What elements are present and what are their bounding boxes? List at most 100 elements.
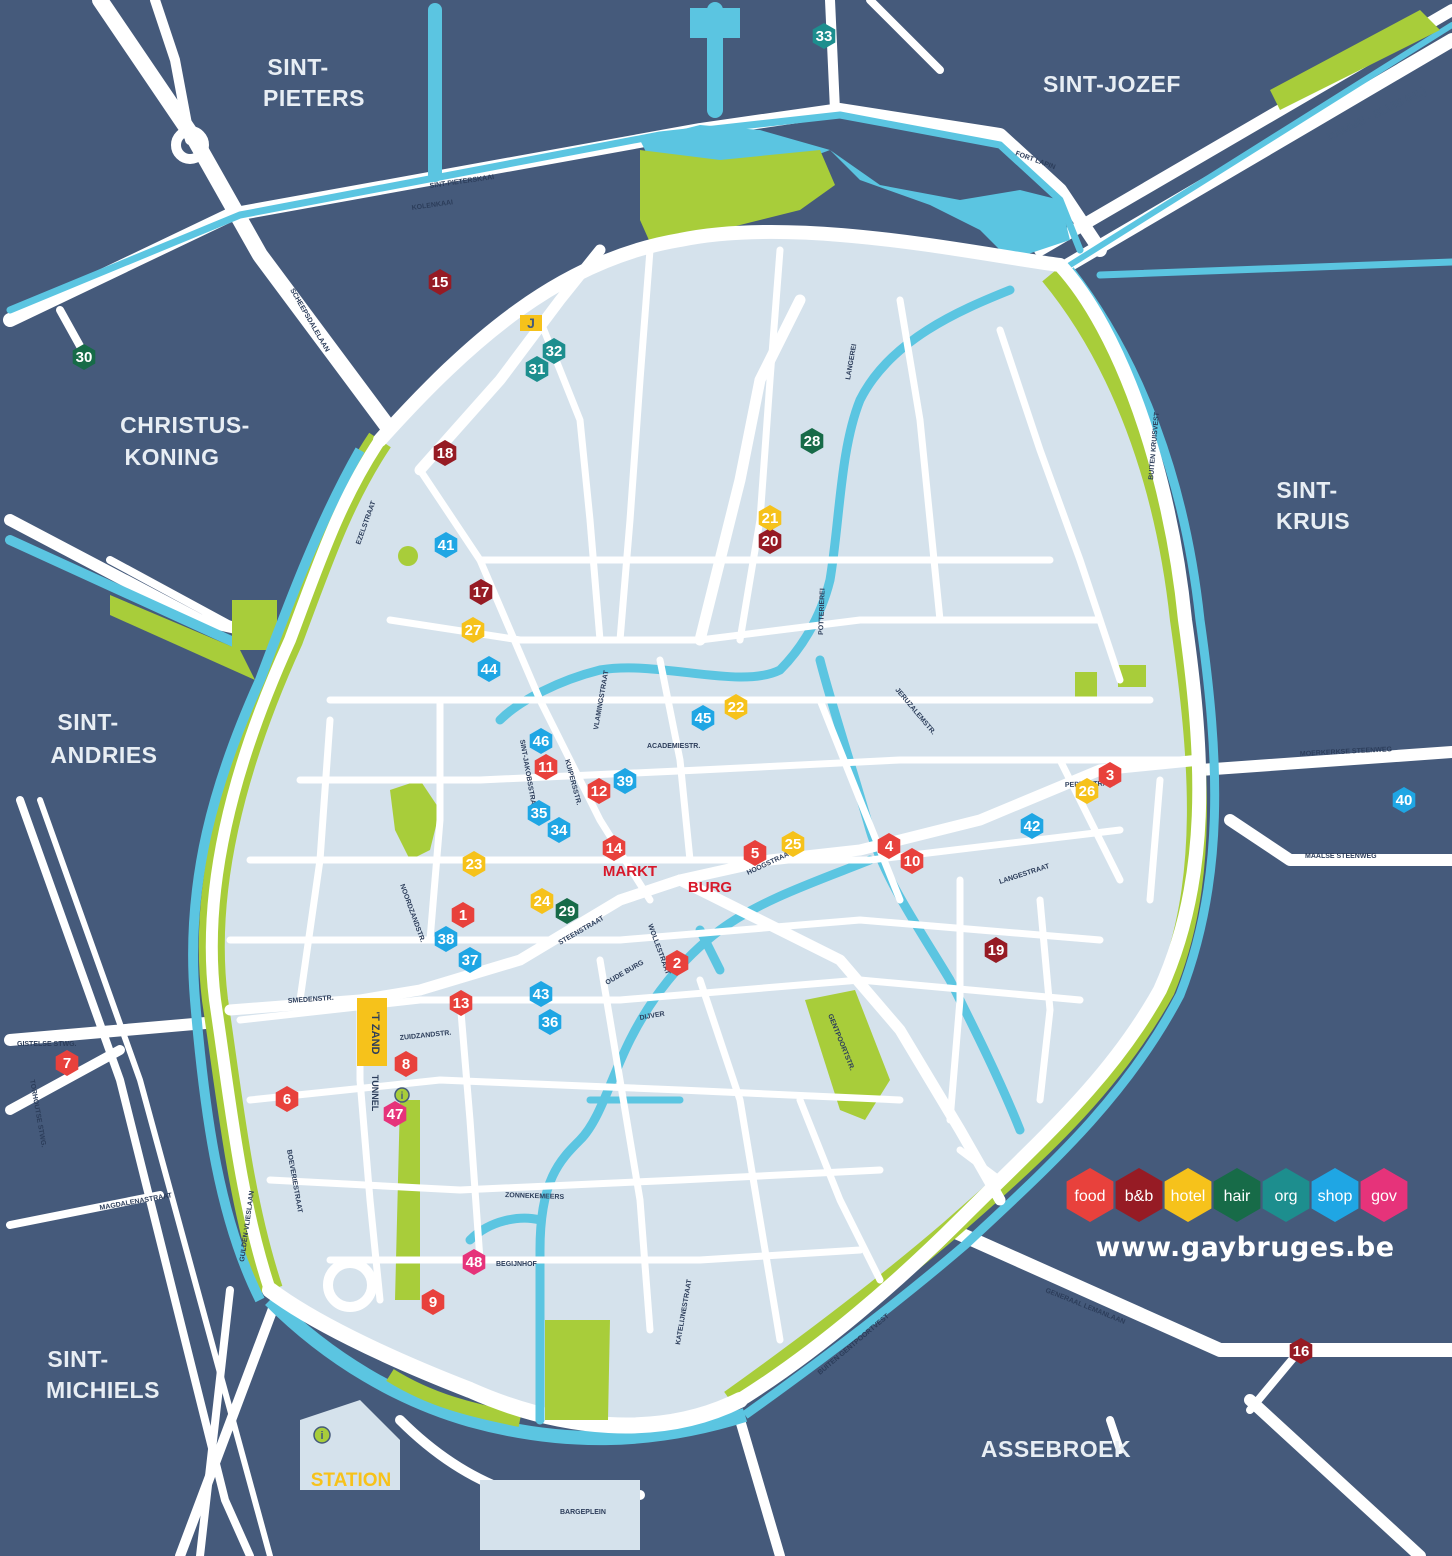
marker-48[interactable]: 48 [462, 1249, 486, 1275]
street-zonnekemeers: ZONNEKEMEERS [505, 1192, 565, 1201]
marker-label: 42 [1024, 818, 1041, 835]
marker-34[interactable]: 34 [547, 817, 571, 843]
label-station[interactable]: STATION [311, 1470, 392, 1491]
marker-42[interactable]: 42 [1020, 813, 1044, 839]
marker-17[interactable]: 17 [469, 579, 493, 605]
svg-text:ANDRIES: ANDRIES [50, 742, 157, 768]
marker-hexagon [461, 617, 485, 643]
marker-36[interactable]: 36 [538, 1009, 562, 1035]
marker-43[interactable]: 43 [529, 981, 553, 1007]
marker-label: 18 [437, 445, 454, 462]
marker-47[interactable]: 47 [383, 1101, 407, 1127]
marker-label: 30 [76, 349, 93, 366]
marker-32[interactable]: 32 [542, 338, 566, 364]
street-grid [226, 246, 1204, 1344]
marker-20[interactable]: 20 [758, 528, 782, 554]
marker-label: 10 [904, 853, 921, 870]
marker-24[interactable]: 24 [530, 888, 554, 914]
marker-label: 35 [531, 805, 548, 822]
marker-26[interactable]: 26 [1075, 778, 1099, 804]
marker-6[interactable]: 6 [275, 1086, 299, 1112]
svg-text:KONING: KONING [125, 444, 220, 470]
marker-hexagon [542, 338, 566, 364]
marker-label: 15 [432, 274, 449, 291]
label-markt[interactable]: MARKT [603, 863, 657, 880]
marker-12[interactable]: 12 [587, 778, 611, 804]
marker-9[interactable]: 9 [421, 1289, 445, 1315]
district-sint-michiels-l2: MICHIELS [46, 1377, 160, 1403]
marker-16[interactable]: 16 [1289, 1338, 1313, 1364]
marker-25[interactable]: 25 [781, 831, 805, 857]
info-icon[interactable]: i [394, 1087, 410, 1103]
t-zand-square[interactable] [357, 998, 387, 1066]
marker-23[interactable]: 23 [462, 851, 486, 877]
marker-45[interactable]: 45 [691, 705, 715, 731]
marker-44[interactable]: 44 [477, 656, 501, 682]
marker-hexagon [877, 833, 901, 859]
marker-29[interactable]: 29 [555, 898, 579, 924]
marker-label: 12 [591, 783, 608, 800]
marker-21[interactable]: 21 [758, 505, 782, 531]
marker-19[interactable]: 19 [984, 937, 1008, 963]
label-burg[interactable]: BURG [688, 879, 732, 896]
marker-28[interactable]: 28 [800, 428, 824, 454]
svg-text:CHRISTUS-: CHRISTUS- [120, 412, 250, 438]
marker-hexagon [547, 817, 571, 843]
marker-hexagon [587, 778, 611, 804]
marker-37[interactable]: 37 [458, 947, 482, 973]
marker-14[interactable]: 14 [602, 835, 626, 861]
marker-hexagon [434, 532, 458, 558]
marker-hexagon [538, 1009, 562, 1035]
marker-39[interactable]: 39 [613, 768, 637, 794]
marker-label: 13 [453, 995, 470, 1012]
marker-2[interactable]: 2 [665, 950, 689, 976]
marker-8[interactable]: 8 [394, 1051, 418, 1077]
marker-3[interactable]: 3 [1098, 762, 1122, 788]
district-sint-andries-l1: SINT- [57, 709, 118, 735]
marker-27[interactable]: 27 [461, 617, 485, 643]
marker-18[interactable]: 18 [433, 440, 457, 466]
svg-text:MICHIELS: MICHIELS [46, 1377, 160, 1403]
marker-31[interactable]: 31 [525, 356, 549, 382]
marker-label: 34 [551, 822, 568, 839]
marker-33[interactable]: 33 [812, 23, 836, 49]
marker-5[interactable]: 5 [743, 840, 767, 866]
marker-10[interactable]: 10 [900, 848, 924, 874]
marker-15[interactable]: 15 [428, 269, 452, 295]
info-icon[interactable]: i [313, 1426, 331, 1444]
marker-hexagon [1020, 813, 1044, 839]
marker-41[interactable]: 41 [434, 532, 458, 558]
street-gistelse-stwg: GISTELSE STWG. [17, 1041, 77, 1048]
marker-7[interactable]: 7 [55, 1050, 79, 1076]
marker-4[interactable]: 4 [877, 833, 901, 859]
marker-46[interactable]: 46 [529, 728, 553, 754]
marker-22[interactable]: 22 [724, 694, 748, 720]
marker-hexagon [421, 1289, 445, 1315]
marker-label: 47 [387, 1106, 404, 1123]
legend-hexagon [1360, 1168, 1408, 1222]
marker-label: 22 [728, 699, 745, 716]
marker-11[interactable]: 11 [534, 754, 558, 780]
marker-label: 41 [438, 537, 455, 554]
marker-38[interactable]: 38 [434, 926, 458, 952]
outer-roads [3, 0, 1452, 1556]
marker-13[interactable]: 13 [449, 990, 473, 1016]
legend-org: org [1262, 1168, 1310, 1222]
marker-1[interactable]: 1 [451, 902, 475, 928]
marker-40[interactable]: 40 [1392, 787, 1416, 813]
marker-35[interactable]: 35 [527, 800, 551, 826]
marker-hexagon [275, 1086, 299, 1112]
marker-hexagon [530, 888, 554, 914]
legend-hexagon [1115, 1168, 1163, 1222]
marker-hexagon [1289, 1338, 1313, 1364]
marker-label: 33 [816, 28, 833, 45]
marker-label: 29 [559, 903, 576, 920]
marker-hexagon [613, 768, 637, 794]
marker-30[interactable]: 30 [72, 344, 96, 370]
website-url[interactable]: www.gaybruges.be [1095, 1232, 1395, 1263]
marker-hexagon [800, 428, 824, 454]
ring-canal-east [742, 267, 1220, 1419]
